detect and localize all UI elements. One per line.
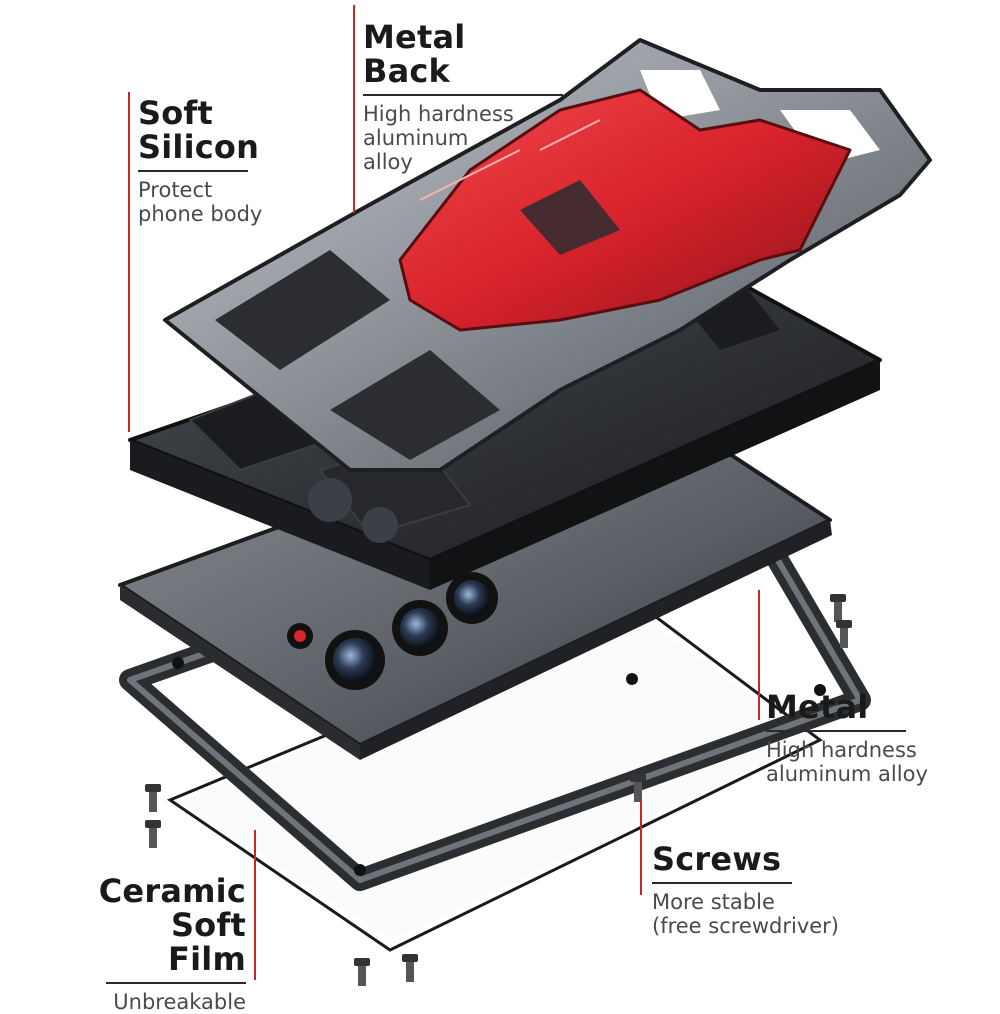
screw [354,958,370,986]
label-soft-silicon: Soft Silicon Protect phone body [138,96,338,226]
leader-line-soft-silicon [128,92,130,432]
screw [402,954,418,982]
label-ceramic-soft-film: Ceramic Soft Film Unbreakable [86,874,246,1014]
leader-line-metal-back [353,5,355,213]
label-title: Soft Film [168,906,246,978]
label-title: Metal Back [363,18,466,90]
screw [836,620,852,648]
label-title: Screws [652,840,782,878]
label-divider [363,94,563,96]
label-divider [138,170,248,172]
label-subtitle: alloy [363,150,413,174]
label-subtitle: phone body [138,202,263,226]
label-subtitle: High hardness [766,738,917,762]
label-subtitle: Protect [138,178,213,202]
label-subtitle: Unbreakable [113,990,246,1014]
label-divider [652,882,792,884]
leader-line-metal [758,590,760,720]
label-title: Ceramic [98,872,246,910]
metal-back [163,38,932,472]
label-screws: Screws More stable (free screwdriver) [652,842,882,938]
label-subtitle: (free screwdriver) [652,914,840,938]
label-metal-back: Metal Back High hardness aluminum alloy [363,20,563,174]
label-subtitle: aluminum [363,126,469,150]
screw [145,820,161,848]
screw [630,774,646,802]
leader-line-screws [640,800,642,895]
screw [145,784,161,812]
camera-lenses [287,572,498,690]
screw [830,594,846,622]
screws [145,594,852,986]
label-title: Metal [766,688,869,726]
label-subtitle: More stable [652,890,775,914]
leader-line-ceramic [254,830,256,980]
label-subtitle: High hardness [363,102,514,126]
label-divider [106,982,246,984]
label-subtitle: aluminum alloy [766,762,928,786]
label-title: Soft Silicon [138,94,260,166]
label-divider [766,730,906,732]
label-metal: Metal High hardness aluminum alloy [766,690,986,786]
